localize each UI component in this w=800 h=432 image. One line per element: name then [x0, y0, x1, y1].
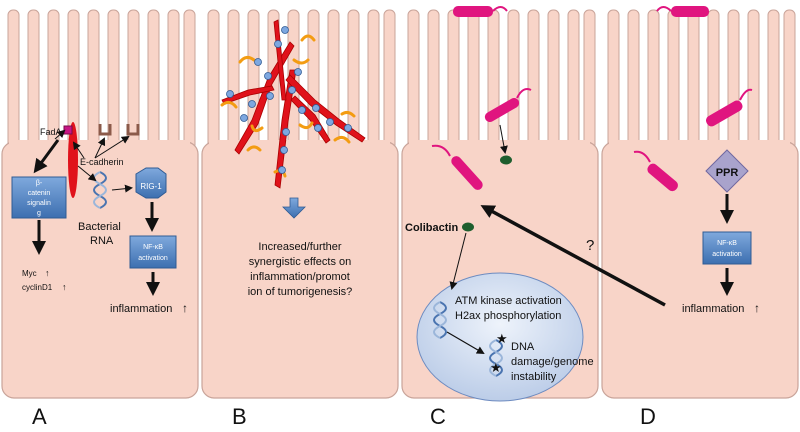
fusobacterium-a	[68, 122, 78, 198]
beta-catenin-line1: β-	[36, 180, 43, 187]
biofilm-bacteria	[220, 19, 366, 189]
fada-label: FadA	[40, 127, 62, 137]
nucleus-text-2: H2ax phosphorylation	[455, 310, 561, 322]
dna-text-1: DNA	[511, 341, 535, 353]
nfkb-d-line1: NF-κB	[717, 240, 737, 247]
fada-adhesin	[63, 125, 73, 135]
colibactin-label: Colibactin	[405, 222, 458, 234]
ecoli-microvilli-d	[706, 88, 753, 127]
ppr-diamond	[705, 149, 749, 193]
nucleus-text-1: ATM kinase activation	[455, 295, 562, 307]
panel-label-d: D	[640, 404, 656, 429]
arrow-fada-to-catenin	[33, 139, 60, 174]
ecoli-cell-c	[431, 144, 483, 190]
nucleus	[416, 272, 584, 402]
ecoli-cell-d	[633, 150, 678, 192]
ecoli-microvilli-c	[484, 88, 532, 122]
ecoli-outside-c	[453, 6, 508, 17]
panel-b-text-2: synergistic effects on	[249, 256, 352, 268]
arrow-inflammation-to-colibactin	[480, 205, 666, 307]
cyclin-label: cyclinD1	[22, 283, 53, 292]
inflammation-a: inflammation	[110, 303, 172, 315]
ppr-label: PPR	[716, 167, 739, 179]
panel-b-text-3: inflammation/promot	[250, 271, 350, 283]
cell-panel-b	[201, 9, 399, 399]
panel-label-c: C	[430, 404, 446, 429]
beta-catenin-box	[11, 176, 67, 219]
beta-catenin-line3: signalin	[27, 200, 51, 207]
panel-label-b: B	[232, 404, 247, 429]
nfkb-d-line2: activation	[712, 251, 742, 258]
down-arrow-b	[282, 197, 306, 219]
panel-b-text-4: ion of tumorigenesis?	[248, 286, 353, 298]
panel-b-text-1: Increased/further	[258, 241, 341, 253]
panel-label-a: A	[32, 404, 47, 429]
inflammation-d-up-arrow: ↑	[754, 301, 760, 315]
myc-label: Myc	[22, 269, 37, 278]
beta-catenin-line4: g	[37, 210, 41, 217]
bacterial-rna-label-1: Bacterial	[78, 221, 121, 233]
break-star-2: ★	[490, 360, 502, 375]
ecadherin-receptor	[98, 124, 140, 136]
rig1-hexagon	[135, 167, 167, 199]
nfkb-box-d	[702, 231, 752, 265]
nfkb-a-line1: NF-κB	[143, 244, 163, 251]
question-mark: ?	[586, 237, 594, 254]
inflammation-a-up-arrow: ↑	[182, 301, 188, 315]
nfkb-a-line2: activation	[138, 255, 168, 262]
inflammation-d: inflammation	[682, 303, 744, 315]
cell-panel-d	[601, 9, 799, 399]
beta-catenin-line2: catenin	[28, 190, 51, 197]
cyclin-up-arrow: ↑	[62, 282, 67, 292]
ecadherin-label: E-cadherin	[80, 157, 124, 167]
myc-up-arrow: ↑	[45, 268, 50, 278]
dna-text-2: damage/genome	[511, 356, 594, 368]
bacterial-rna-label-2: RNA	[90, 235, 114, 247]
colibactin-vesicle-2	[462, 222, 474, 232]
rig1-label: RIG-1	[140, 182, 162, 191]
nfkb-box-a	[129, 235, 177, 269]
dna-text-3: instability	[511, 371, 557, 383]
break-star-1: ★	[496, 331, 508, 346]
colibactin-vesicle-1	[500, 155, 512, 165]
ecoli-outside-d	[656, 6, 709, 17]
